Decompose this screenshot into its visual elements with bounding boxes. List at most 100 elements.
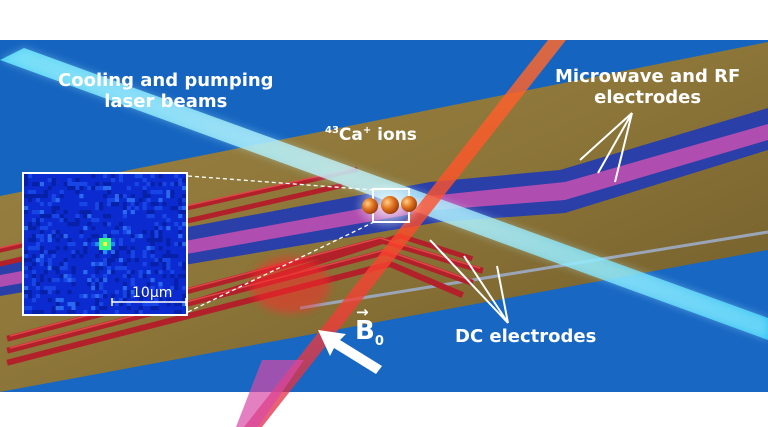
ccd-pixel bbox=[142, 254, 147, 259]
ccd-pixel bbox=[83, 250, 88, 255]
ccd-pixel bbox=[150, 174, 155, 179]
ccd-pixel bbox=[158, 182, 163, 187]
ccd-pixel bbox=[130, 198, 135, 203]
ccd-pixel bbox=[158, 206, 163, 211]
ccd-pixel bbox=[87, 186, 92, 191]
ccd-pixel bbox=[35, 286, 41, 291]
ccd-pixel bbox=[114, 250, 120, 255]
ccd-pixel bbox=[24, 294, 29, 299]
ccd-pixel bbox=[31, 210, 37, 215]
ccd-pixel bbox=[126, 186, 131, 191]
ccd-pixel bbox=[154, 206, 159, 211]
ccd-pixel bbox=[83, 210, 88, 215]
ccd-pixel bbox=[114, 198, 120, 203]
ccd-pixel bbox=[174, 278, 179, 283]
ccd-pixel bbox=[63, 234, 68, 239]
ccd-pixel bbox=[154, 302, 159, 307]
ccd-pixel bbox=[186, 174, 188, 178]
ccd-pixel bbox=[154, 298, 159, 303]
ccd-pixel bbox=[55, 230, 60, 235]
ccd-pixel bbox=[63, 182, 68, 187]
ccd-pixel bbox=[150, 190, 155, 195]
ccd-pixel bbox=[166, 298, 171, 303]
ccd-pixel bbox=[63, 262, 68, 267]
ccd-pixel bbox=[95, 298, 100, 303]
ccd-pixel bbox=[95, 270, 100, 275]
ccd-pixel bbox=[158, 190, 163, 195]
ccd-pixel bbox=[158, 238, 163, 243]
ccd-pixel bbox=[135, 314, 139, 316]
ccd-pixel bbox=[143, 314, 147, 316]
ccd-pixel bbox=[83, 270, 88, 275]
ccd-pixel bbox=[67, 274, 72, 279]
ccd-pixel bbox=[118, 194, 124, 199]
ccd-pixel bbox=[59, 218, 64, 223]
ccd-pixel bbox=[186, 210, 188, 214]
ccd-pixel bbox=[83, 246, 88, 251]
ccd-pixel bbox=[103, 290, 108, 295]
ccd-pixel bbox=[122, 206, 127, 211]
ccd-pixel bbox=[71, 302, 76, 307]
ccd-pixel bbox=[43, 194, 48, 199]
ccd-pixel bbox=[71, 278, 76, 283]
ccd-pixel bbox=[118, 258, 124, 263]
ccd-pixel bbox=[24, 266, 29, 271]
ions-mass-number: 43 bbox=[325, 125, 339, 136]
ccd-pixel bbox=[31, 218, 37, 223]
ccd-pixel bbox=[47, 262, 52, 267]
ccd-pixel bbox=[146, 270, 151, 275]
ccd-pixel bbox=[130, 234, 135, 239]
ccd-pixel bbox=[118, 222, 124, 227]
ccd-pixel bbox=[166, 194, 171, 199]
ccd-pixel bbox=[51, 286, 56, 291]
ccd-pixel bbox=[186, 186, 188, 190]
ccd-pixel bbox=[107, 186, 112, 191]
ccd-pixel bbox=[146, 210, 151, 215]
ccd-pixel bbox=[178, 198, 183, 203]
ccd-pixel bbox=[55, 238, 60, 243]
ccd-pixel bbox=[166, 218, 171, 223]
ccd-pixel bbox=[24, 178, 29, 183]
ccd-pixel bbox=[95, 310, 100, 314]
ccd-pixel bbox=[118, 242, 124, 247]
ccd-pixel bbox=[67, 310, 72, 314]
ccd-pixel bbox=[142, 250, 147, 255]
ccd-pixel bbox=[27, 222, 33, 227]
ccd-pixel bbox=[51, 178, 56, 183]
ccd-pixel bbox=[59, 262, 64, 267]
ccd-pixel bbox=[186, 194, 188, 198]
ccd-pixel bbox=[59, 306, 64, 311]
ccd-pixel bbox=[32, 314, 36, 316]
ccd-pixel bbox=[99, 242, 104, 247]
ccd-pixel bbox=[95, 302, 100, 307]
ccd-pixel bbox=[35, 218, 41, 223]
ccd-pixel bbox=[182, 198, 186, 203]
ccd-pixel bbox=[55, 290, 60, 295]
ccd-pixel bbox=[24, 258, 29, 263]
ccd-pixel bbox=[170, 194, 175, 199]
ccd-pixel bbox=[186, 258, 188, 262]
ccd-pixel bbox=[107, 214, 112, 219]
ccd-pixel bbox=[51, 206, 56, 211]
ccd-pixel bbox=[178, 202, 183, 207]
microwave-rf-label: Microwave and RF electrodes bbox=[555, 66, 740, 108]
ccd-pixel bbox=[130, 246, 135, 251]
ccd-pixel bbox=[99, 238, 104, 243]
ccd-pixel bbox=[24, 306, 29, 311]
ccd-pixel bbox=[142, 230, 147, 235]
ccd-pixel bbox=[71, 266, 76, 271]
ccd-pixel bbox=[107, 262, 112, 267]
ccd-pixel bbox=[63, 210, 68, 215]
ccd-pixel bbox=[31, 234, 37, 239]
ccd-pixel bbox=[59, 298, 64, 303]
ccd-pixel bbox=[55, 298, 60, 303]
ccd-pixel bbox=[162, 254, 167, 259]
ccd-pixel bbox=[103, 250, 108, 255]
ccd-pixel bbox=[39, 194, 44, 199]
ccd-pixel bbox=[47, 202, 52, 207]
ccd-pixel bbox=[27, 238, 33, 243]
ccd-pixel bbox=[44, 314, 48, 316]
ccd-pixel bbox=[114, 310, 120, 314]
ccd-pixel bbox=[71, 282, 76, 287]
ccd-pixel bbox=[154, 202, 159, 207]
